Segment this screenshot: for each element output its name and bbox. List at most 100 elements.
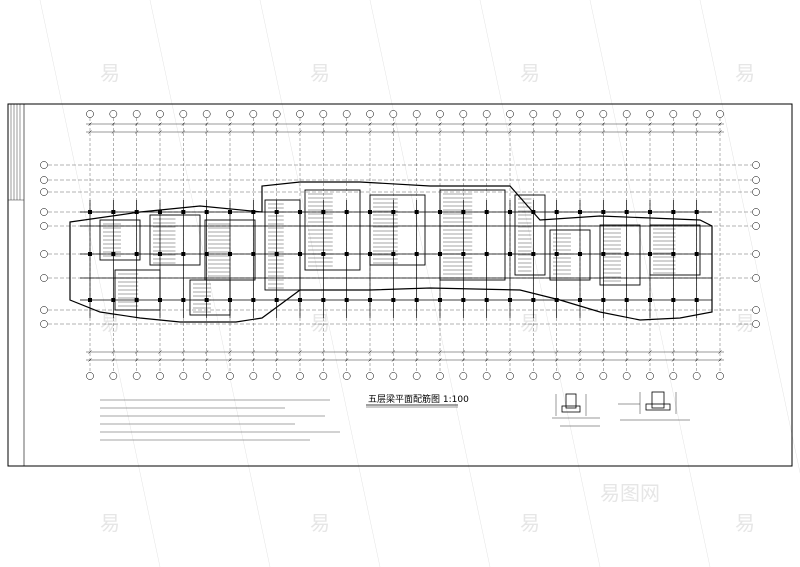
- column: [438, 210, 442, 214]
- axis-bubble-top: [296, 110, 304, 118]
- column: [298, 210, 302, 214]
- column: [298, 298, 302, 302]
- dimension-tick: [438, 130, 442, 134]
- dimension-tick: [438, 122, 442, 126]
- column: [484, 252, 489, 256]
- axis-bubble-left: [40, 188, 48, 196]
- dimension-tick: [438, 350, 442, 354]
- dimension-tick: [531, 130, 536, 134]
- room-beam-block: [114, 269, 161, 311]
- dimension-tick: [391, 358, 396, 362]
- column: [368, 252, 372, 256]
- column: [368, 298, 372, 302]
- column: [624, 252, 629, 256]
- axis-bubble-top: [692, 110, 701, 118]
- dimension-tick: [344, 350, 349, 354]
- dimension-tick: [531, 358, 536, 362]
- dimension-tick: [508, 130, 512, 134]
- axis-bubble-bottom: [132, 372, 141, 380]
- axis-bubble-bottom: [622, 372, 631, 380]
- column: [461, 210, 466, 214]
- dimension-tick: [204, 350, 209, 354]
- column: [251, 210, 256, 214]
- column: [111, 210, 116, 214]
- axis-bubble-bottom: [366, 372, 374, 380]
- dimension-tick: [181, 130, 186, 134]
- dimension-tick: [274, 122, 279, 126]
- axis-bubble-top: [366, 110, 374, 118]
- column: [391, 252, 396, 256]
- axis-bubble-top: [412, 110, 421, 118]
- axis-bubble-top: [109, 110, 118, 118]
- dimension-tick: [391, 350, 396, 354]
- dimension-tick: [718, 358, 722, 362]
- dimension-tick: [344, 122, 349, 126]
- room-beam-block: [439, 189, 506, 281]
- column: [694, 252, 699, 256]
- dimension-tick: [344, 130, 349, 134]
- column: [158, 252, 162, 256]
- column: [111, 252, 116, 256]
- beam-plan: [69, 181, 713, 323]
- axis-bubble-bottom: [436, 372, 444, 380]
- dimension-tick: [578, 358, 582, 362]
- axis-bubble-bottom: [669, 372, 678, 380]
- dimension-tick: [578, 122, 582, 126]
- column: [228, 210, 232, 214]
- column: [88, 210, 92, 214]
- axis-bubble-left: [40, 161, 48, 169]
- dimension-tick: [181, 358, 186, 362]
- column: [624, 210, 629, 214]
- column: [88, 252, 92, 256]
- dimension-tick: [414, 350, 419, 354]
- dimension-tick: [204, 122, 209, 126]
- axis-bubble-bottom: [482, 372, 491, 380]
- axis-bubble-top: [482, 110, 491, 118]
- dimension-tick: [368, 122, 372, 126]
- dimension-tick: [158, 358, 162, 362]
- dimension-tick: [204, 130, 209, 134]
- axis-bubble-right: [752, 222, 760, 230]
- axis-bubble-top: [669, 110, 678, 118]
- dimension-tick: [111, 130, 116, 134]
- dimension-tick: [88, 350, 92, 354]
- axis-bubble-bottom: [599, 372, 608, 380]
- dimension-tick: [134, 358, 139, 362]
- dimension-tick: [111, 122, 116, 126]
- column: [508, 210, 512, 214]
- watermark-glyph: 易: [735, 311, 755, 335]
- dimension-tick: [601, 350, 606, 354]
- axis-bubble-top: [716, 110, 724, 118]
- axis-bubble-bottom: [179, 372, 188, 380]
- column: [508, 252, 512, 256]
- watermark-layer: 易易易易易易易易易易易易易图网: [39, 0, 800, 567]
- dimension-tick: [554, 350, 559, 354]
- dimension-tick: [718, 122, 722, 126]
- dimension-tick: [344, 358, 349, 362]
- column: [648, 210, 652, 214]
- axis-bubble-bottom: [319, 372, 328, 380]
- column: [578, 210, 582, 214]
- dimension-tick: [671, 122, 676, 126]
- dimension-tick: [694, 350, 699, 354]
- axis-bubble-top: [319, 110, 328, 118]
- axis-bubble-right: [752, 208, 760, 216]
- watermark-logo: 易图网: [600, 481, 660, 505]
- axis-bubble-top: [132, 110, 141, 118]
- axis-bubble-top: [599, 110, 608, 118]
- column: [461, 252, 466, 256]
- dimension-tick: [228, 350, 232, 354]
- axis-bubble-bottom: [412, 372, 421, 380]
- axis-bubble-top: [202, 110, 211, 118]
- dimension-tick: [134, 122, 139, 126]
- axis-bubble-top: [156, 110, 164, 118]
- column: [531, 298, 536, 302]
- axis-bubble-right: [752, 188, 760, 196]
- watermark-stripe: [149, 0, 271, 567]
- watermark-glyph: 易: [735, 511, 755, 535]
- dimension-tick: [648, 130, 652, 134]
- dimension-tick: [531, 122, 536, 126]
- column: [671, 210, 676, 214]
- axis-bubble-left: [40, 208, 48, 216]
- title-block-strip: [7, 103, 25, 467]
